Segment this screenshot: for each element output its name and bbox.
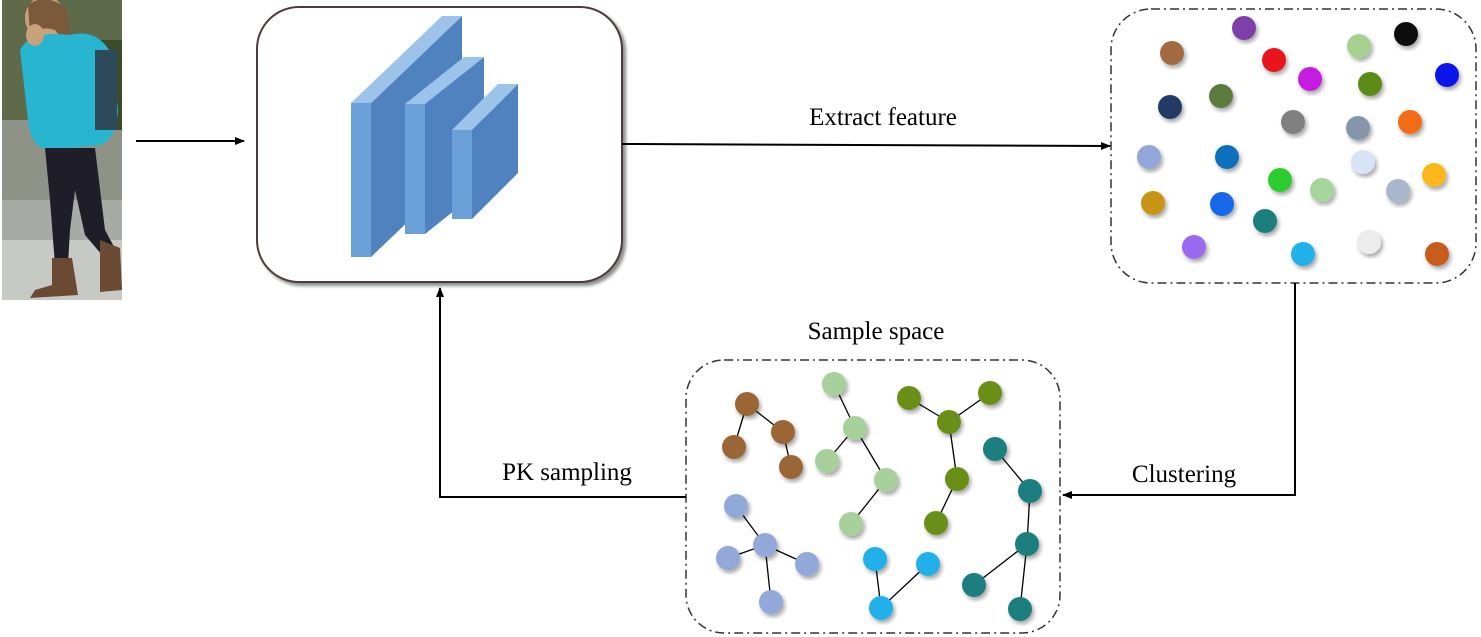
cluster-node [753,533,777,557]
feature-point [1215,145,1239,169]
feature-point [1182,235,1206,259]
feature-point [1160,41,1184,65]
cluster-node [945,467,969,491]
feature-point [1298,67,1322,91]
feature-point [1268,168,1292,192]
feature-point [1262,48,1286,72]
feature-point [1425,242,1449,266]
cluster-node [897,386,921,410]
feature-point [1281,110,1305,134]
feature-point [1346,116,1370,140]
cluster-node [983,437,1007,461]
cluster-node [759,590,783,614]
pedestrian-image [2,0,122,300]
feature-point [1386,179,1410,203]
cluster-node [843,416,867,440]
cluster-node [869,596,893,620]
feature-point [1394,22,1418,46]
feature-point [1137,145,1161,169]
feature-point [1347,34,1371,58]
feature-point [1232,16,1256,40]
cluster-node [795,552,819,576]
pk-sampling-label: PK sampling [502,459,632,486]
cluster-node [874,468,898,492]
pedestrian-boot [100,240,122,292]
cnn-network-icon [351,16,518,257]
feature-point [1209,84,1233,108]
cluster-node [916,552,940,576]
feature-point [1141,191,1165,215]
cluster-node [839,512,863,536]
feature-space-box [1110,8,1477,284]
cluster-node [779,455,803,479]
feature-dots [1137,16,1459,266]
cluster-node [978,381,1002,405]
feature-point [1435,63,1459,87]
clustering-arrow [1062,283,1296,499]
cluster-node [722,435,746,459]
pedestrian-jacket [20,33,118,150]
cluster-node [771,420,795,444]
feature-point [1158,95,1182,119]
feature-point [1398,110,1422,134]
feature-point [1310,178,1334,202]
cluster-node [822,372,846,396]
feature-point [1210,192,1234,216]
feature-point [1422,163,1446,187]
cluster-node [924,511,948,535]
extract-feature-arrow [621,141,1111,150]
cluster-node [735,392,759,416]
cluster-node [863,547,887,571]
cluster-nodes [716,372,1042,621]
cluster-node [1015,532,1039,556]
feature-point [1351,150,1375,174]
cluster-node [716,546,740,570]
cluster-node [1018,479,1042,503]
feature-point [1253,209,1277,233]
pedestrian-pants [45,148,120,265]
cluster-node [937,410,961,434]
clustering-label: Clustering [1132,461,1237,488]
feature-point [1291,242,1315,266]
cluster-node [815,449,839,473]
feature-point [1358,72,1382,96]
cluster-node [962,573,986,597]
cluster-node [724,494,748,518]
pedestrian-boot [30,258,78,298]
feature-point [1357,230,1381,254]
sample-space-title: Sample space [808,318,945,345]
pk-sampling-arrow [436,287,686,498]
extract-feature-label: Extract feature [809,104,957,131]
cluster-node [1008,597,1032,621]
